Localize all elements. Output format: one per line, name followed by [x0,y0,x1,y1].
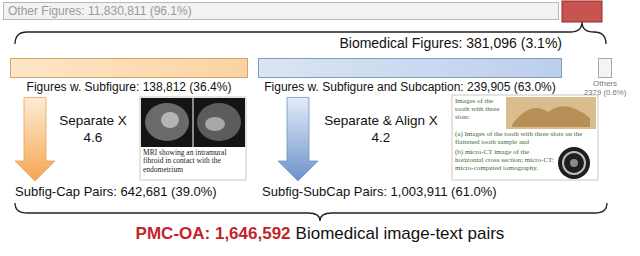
pair-count: Subfig-Cap Pairs: 642,681 (39.0%) [15,184,255,200]
count-label: Subfig-Cap Pairs: 642,681 (39.0%) [15,184,255,200]
box-label: Figures w. Subfigure and Subcaption: 239… [250,80,570,94]
mri-scan [197,103,241,141]
category-bar: Other Figures: 11,830,811 (96.1%) [3,2,559,20]
pair-count: Subfig-SubCap Pairs: 1,003,911 (61.0%) [262,184,562,200]
block-arrow [278,97,318,181]
tooth-shape [512,106,590,127]
box-outline [258,58,562,78]
box-outline [598,58,612,78]
mri-figure [140,97,246,180]
mri-scan [161,112,179,128]
mri-scan [145,103,189,141]
ct-core [570,159,578,167]
tooth-figure [452,95,598,180]
box-outline [10,58,248,78]
box-label: 2379 (0.6%) [584,89,626,98]
figure-frame [452,95,598,180]
count-label: Subfig-SubCap Pairs: 1,003,911 (61.0%) [262,184,562,200]
edge-label: Separate X 4.6 [58,113,128,147]
category-box: Figures w. Subfigure: 138,812 (36.4%) [10,58,248,94]
ct-image [558,147,590,179]
block-arrow [15,97,55,181]
image-caption: MRI showing an intramural fibroid in con… [143,149,243,174]
total-row: PMC-OA: 1,646,592Biomedical image-text p… [0,224,640,244]
biomedical-share-box [562,1,602,22]
dataset-total: PMC-OA: 1,646,592 [136,224,291,244]
ct-ring [563,152,585,174]
category-box: Others2379 (0.6%) [584,58,626,97]
subcaption-text: (a) Images of the tooth with three slots… [455,131,595,147]
box-label: Others [584,80,626,89]
bar-label: Other Figures: 11,830,811 (96.1%) [8,4,554,18]
mri-scan [205,117,225,131]
subcaption-text: (b) micro-CT image of the horizontal cro… [455,149,555,172]
panel-divider [193,98,194,147]
subcaption-text: Images of the tooth with three slots: [455,98,503,121]
figure-frame [140,97,246,180]
edge-label: Separate & Align X 4.2 [321,113,441,147]
dataset-description: Biomedical image-text pairs [296,224,505,244]
box-label: Figures w. Subfigure: 138,812 (36.4%) [10,80,248,94]
category-box: Figures w. Subfigure and Subcaption: 239… [250,58,570,94]
mri-photo [141,98,245,147]
tooth-photo [506,97,596,129]
bottom-bracket [15,203,607,221]
category-label: Biomedical Figures: 381,096 (3.1%) [292,36,562,52]
